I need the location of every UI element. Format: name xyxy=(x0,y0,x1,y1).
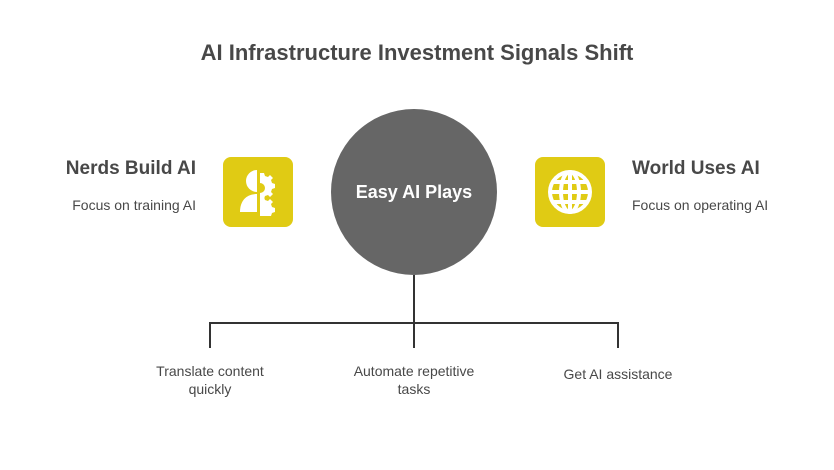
branch-line: quickly xyxy=(188,381,232,397)
branch-line: Get AI assistance xyxy=(563,366,673,382)
right-description: Focus on operating AI xyxy=(632,197,769,213)
person-gear-icon xyxy=(240,170,275,216)
branch-automate: Automate repetitive tasks xyxy=(334,362,494,398)
diagram-title: AI Infrastructure Investment Signals Shi… xyxy=(200,40,634,65)
connector-drop-3 xyxy=(617,322,619,348)
center-label: Easy AI Plays xyxy=(355,181,473,202)
connector-trunk xyxy=(413,275,415,324)
connector-drop-1 xyxy=(209,322,211,348)
center-node: Easy AI Plays xyxy=(331,109,497,275)
connector-drop-2 xyxy=(413,322,415,348)
left-description: Focus on training AI xyxy=(72,197,196,213)
branch-translate: Translate content quickly xyxy=(130,362,290,398)
left-heading: Nerds Build AI xyxy=(65,158,196,179)
branch-line: tasks xyxy=(397,381,431,397)
right-icon-box xyxy=(535,157,605,227)
left-icon-box xyxy=(223,157,293,227)
branch-line: Translate content xyxy=(156,363,264,379)
globe-icon xyxy=(548,170,592,214)
branch-line: Automate repetitive xyxy=(353,363,475,379)
right-heading: World Uses AI xyxy=(632,158,760,179)
branch-assistance: Get AI assistance xyxy=(538,365,698,383)
